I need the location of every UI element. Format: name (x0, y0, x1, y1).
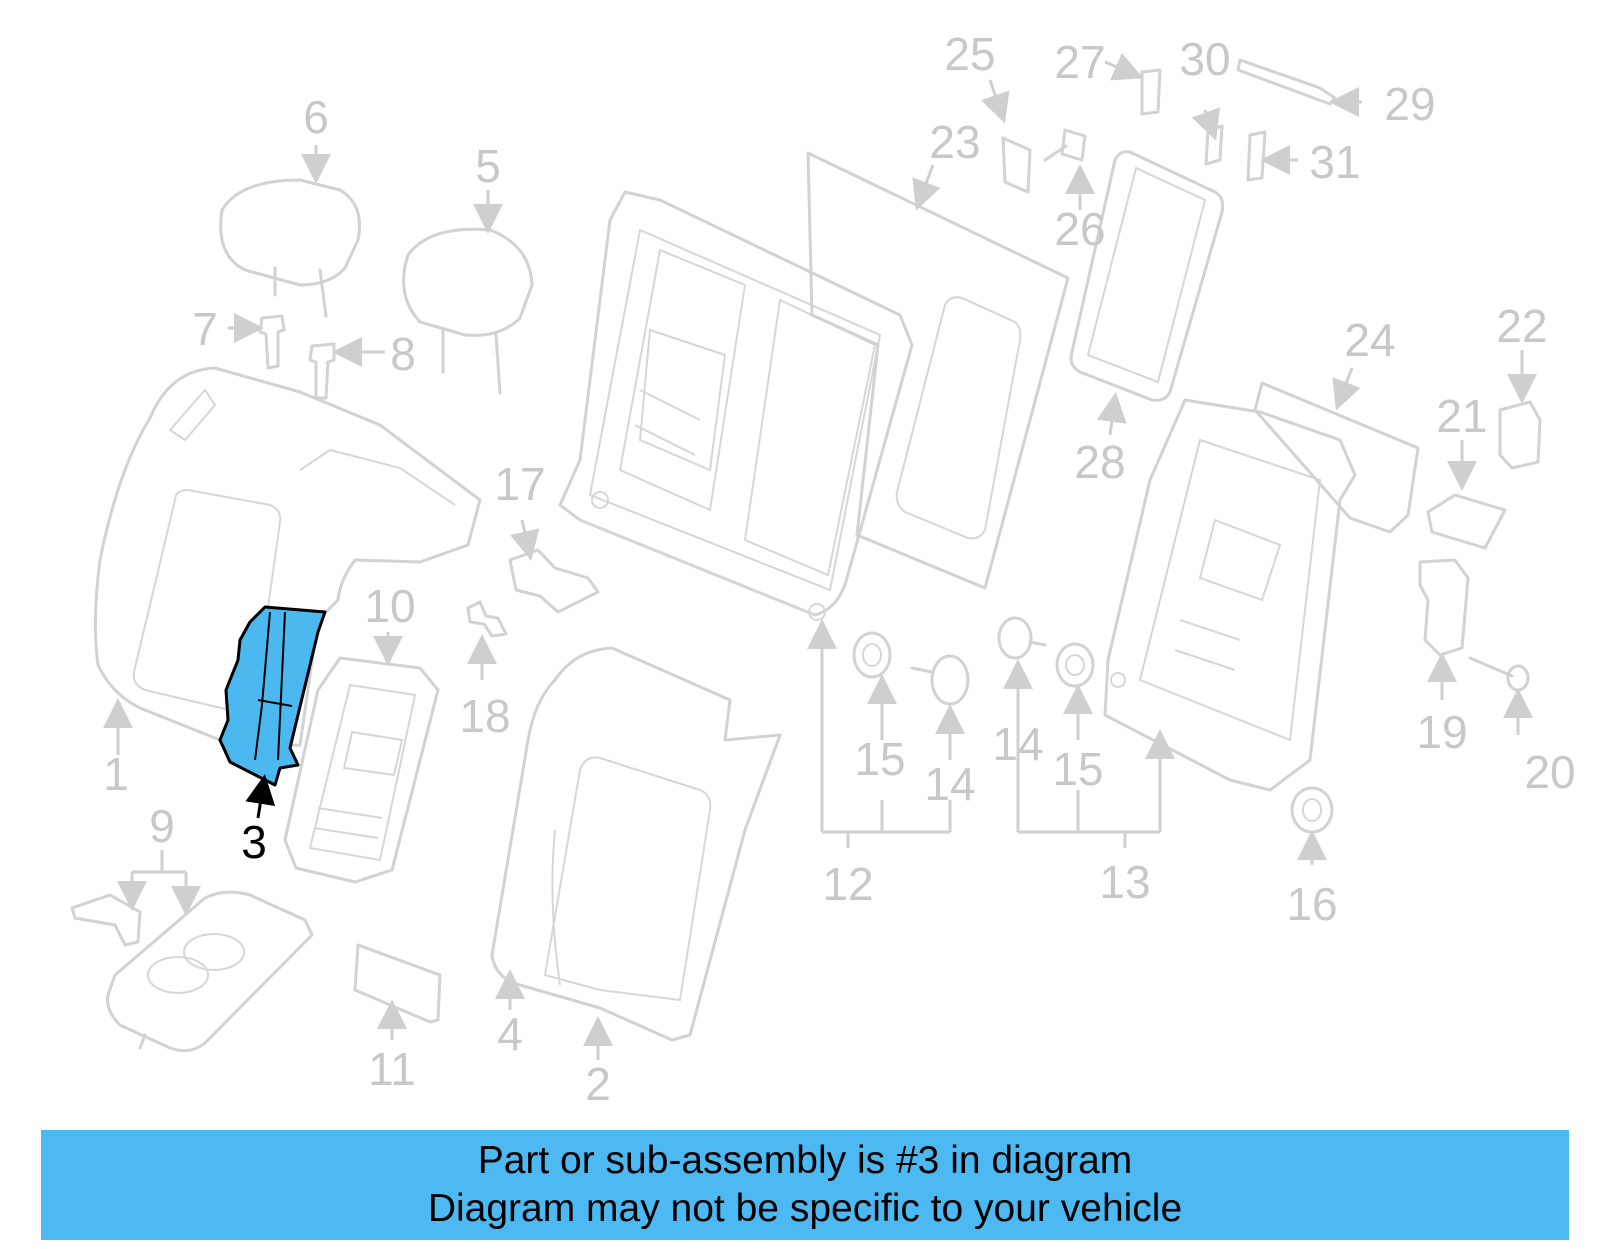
bracket-10 (283, 656, 440, 884)
rod-29 (1236, 58, 1337, 106)
hardware-25 (1001, 136, 1032, 194)
callout-16: 16 (1286, 878, 1337, 930)
callout-10: 10 (364, 580, 415, 632)
bushing-16 (1290, 786, 1334, 834)
callout-2: 2 (585, 1058, 611, 1110)
banner-line-part: Part or sub-assembly is #3 in diagram (477, 1139, 1133, 1182)
callout-29: 29 (1384, 78, 1435, 130)
callout-1: 1 (103, 748, 129, 800)
callout-9: 9 (149, 800, 175, 852)
callout-22: 22 (1496, 300, 1547, 352)
clip-17 (508, 548, 600, 614)
callout-13: 13 (1099, 856, 1150, 908)
headrest-5 (402, 227, 534, 395)
info-banner: Part or sub-assembly is #3 in diagram Di… (41, 1130, 1569, 1240)
seat-back-cover-2 (490, 646, 782, 1042)
callout-28: 28 (1074, 436, 1125, 488)
callout-7: 7 (192, 303, 218, 355)
frame-23 (558, 190, 914, 621)
callout-12: 12 (822, 858, 873, 910)
callout-15b: 15 (1052, 743, 1103, 795)
bushing-15a (852, 631, 892, 679)
bolt-14a (910, 654, 970, 706)
panel-23 (806, 151, 1070, 590)
callout-25: 25 (944, 28, 995, 80)
callout-labels: 1 2 3 4 5 6 7 8 9 10 11 12 13 14 14 15 1… (103, 28, 1575, 1110)
callout-3: 3 (241, 816, 267, 868)
bolt-14b (997, 616, 1047, 660)
callout-19: 19 (1416, 706, 1467, 758)
callout-26: 26 (1054, 203, 1105, 255)
callout-21: 21 (1436, 390, 1487, 442)
callout-5: 5 (475, 140, 501, 192)
armrest-9 (70, 890, 314, 1053)
bolt-20 (1468, 656, 1530, 692)
callout-20: 20 (1524, 746, 1575, 798)
panel-28 (1069, 150, 1225, 402)
callout-17: 17 (494, 458, 545, 510)
headrest-6 (219, 178, 361, 318)
callout-4: 4 (497, 1008, 523, 1060)
callout-11: 11 (368, 1043, 416, 1095)
callout-8: 8 (390, 328, 416, 380)
hinge-19 (1418, 558, 1470, 657)
hardware-31 (1246, 130, 1267, 182)
callout-30: 30 (1179, 33, 1230, 85)
callout-23: 23 (929, 116, 980, 168)
pad-11 (353, 943, 442, 1024)
callout-14a: 14 (924, 758, 975, 810)
banner-line-disclaimer: Diagram may not be specific to your vehi… (427, 1187, 1183, 1230)
guide-7 (258, 314, 286, 370)
hardware-27 (1140, 68, 1162, 116)
part-3-highlighted (218, 605, 327, 787)
leader-lines (103, 52, 1537, 1060)
callout-6: 6 (303, 91, 329, 143)
bolt-26 (1043, 128, 1087, 162)
frame-24 (1103, 381, 1420, 792)
guide-8 (308, 342, 336, 400)
callout-27: 27 (1054, 36, 1105, 88)
callout-18: 18 (459, 690, 510, 742)
hardware-21 (1426, 493, 1507, 550)
callout-31: 31 (1309, 136, 1360, 188)
callout-24: 24 (1344, 314, 1395, 366)
callout-14b: 14 (992, 718, 1043, 770)
hardware-22 (1498, 400, 1542, 470)
bushing-15b (1055, 642, 1095, 688)
clip-18 (466, 600, 508, 638)
callout-15a: 15 (854, 733, 905, 785)
